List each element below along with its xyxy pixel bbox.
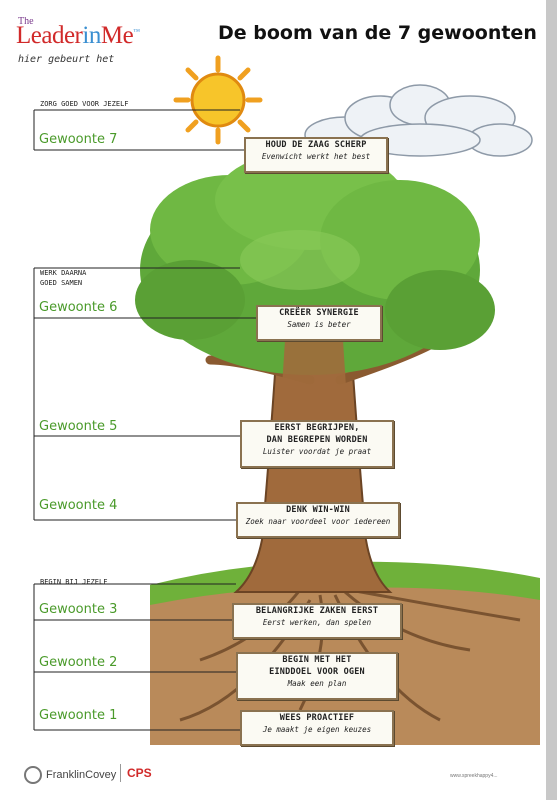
sign-title-line: BEGIN MET HET — [282, 655, 352, 665]
sign-subtitle: Maak een plan — [287, 679, 347, 688]
sun-icon — [173, 55, 263, 145]
sign-habit-7: HOUD DE ZAAG SCHERP Evenwicht werkt het … — [244, 137, 388, 173]
sign-title: DENK WIN-WIN — [286, 505, 350, 515]
logo-me: Me — [100, 22, 134, 49]
sign-subtitle: Luister voordat je praat — [262, 447, 372, 456]
cps-logo: CPS — [127, 766, 152, 780]
sign-title: HOUD DE ZAAG SCHERP — [265, 140, 367, 150]
page-title: De boom van de 7 gewoonten — [218, 22, 537, 44]
sign-subtitle: Je maakt je eigen keuzes — [262, 725, 372, 734]
habit-label-3: Gewoonte 3 — [39, 602, 118, 617]
habit-label-4: Gewoonte 4 — [39, 498, 118, 513]
section-label-work-together: WERK DAARNA GOED SAMEN — [40, 268, 86, 288]
habit-label-6: Gewoonte 6 — [39, 300, 118, 315]
logo-tagline: hier gebeurt het — [18, 54, 115, 65]
sign-habit-3: BELANGRIJKE ZAKEN EERST Eerst werken, da… — [232, 603, 402, 639]
section-label-line: WERK DAARNA — [40, 269, 87, 277]
footer-url: www.spreekhappy4... — [450, 773, 498, 779]
page-edge — [546, 0, 557, 800]
sign-subtitle: Evenwicht werkt het best — [261, 152, 371, 161]
habit-label-7: Gewoonte 7 — [39, 132, 118, 147]
logo-tm: ™ — [133, 27, 140, 36]
sign-title: CREËER SYNERGIE — [279, 308, 359, 318]
sign-title-line: DAN BEGREPEN WORDEN — [266, 435, 368, 445]
sign-title: BELANGRIJKE ZAKEN EERST — [255, 606, 379, 616]
logo-in: in — [82, 22, 101, 49]
sign-subtitle: Zoek naar voordeel voor iedereen — [245, 517, 391, 526]
sign-habit-1: WEES PROACTIEF Je maakt je eigen keuzes — [240, 710, 394, 746]
sign-subtitle: Samen is beter — [287, 320, 351, 329]
habit-label-2: Gewoonte 2 — [39, 655, 118, 670]
section-label-line: BEGIN BIJ JEZELF — [40, 578, 108, 586]
cloud-icon — [304, 84, 533, 157]
section-label-self-care: ZORG GOED VOOR JEZELF — [40, 99, 129, 109]
section-label-start-self: BEGIN BIJ JEZELF — [40, 577, 107, 587]
sign-subtitle: Eerst werken, dan spelen — [262, 618, 372, 627]
section-label-line: GOED SAMEN — [40, 279, 83, 287]
logo-wordmark: LeaderinMe™ — [16, 22, 140, 50]
section-label-line: ZORG GOED VOOR JEZELF — [40, 100, 129, 108]
logo-the: The — [18, 16, 34, 27]
habit-label-1: Gewoonte 1 — [39, 708, 118, 723]
sign-title: WEES PROACTIEF — [279, 713, 355, 723]
sign-habit-6: CREËER SYNERGIE Samen is beter — [256, 305, 382, 341]
sign-habit-4: DENK WIN-WIN Zoek naar voordeel voor ied… — [236, 502, 400, 538]
franklincovey-text: FranklinCovey — [46, 768, 117, 781]
sign-habit-5: EERST BEGRIJPEN, DAN BEGREPEN WORDEN Lui… — [240, 420, 394, 468]
sign-habit-2: BEGIN MET HET EINDDOEL VOOR OGEN Maak ee… — [236, 652, 398, 700]
canopy — [135, 150, 495, 375]
sign-title-line: EERST BEGRIJPEN, — [274, 423, 360, 433]
franklincovey-logo: FranklinCovey — [24, 766, 116, 784]
sign-title-line: EINDDOEL VOOR OGEN — [269, 667, 365, 677]
franklincovey-mark-icon — [24, 766, 42, 784]
footer-divider — [120, 764, 121, 782]
bracket-lines — [33, 109, 256, 731]
logo-leader: Leader — [16, 22, 83, 49]
habit-label-5: Gewoonte 5 — [39, 419, 118, 434]
